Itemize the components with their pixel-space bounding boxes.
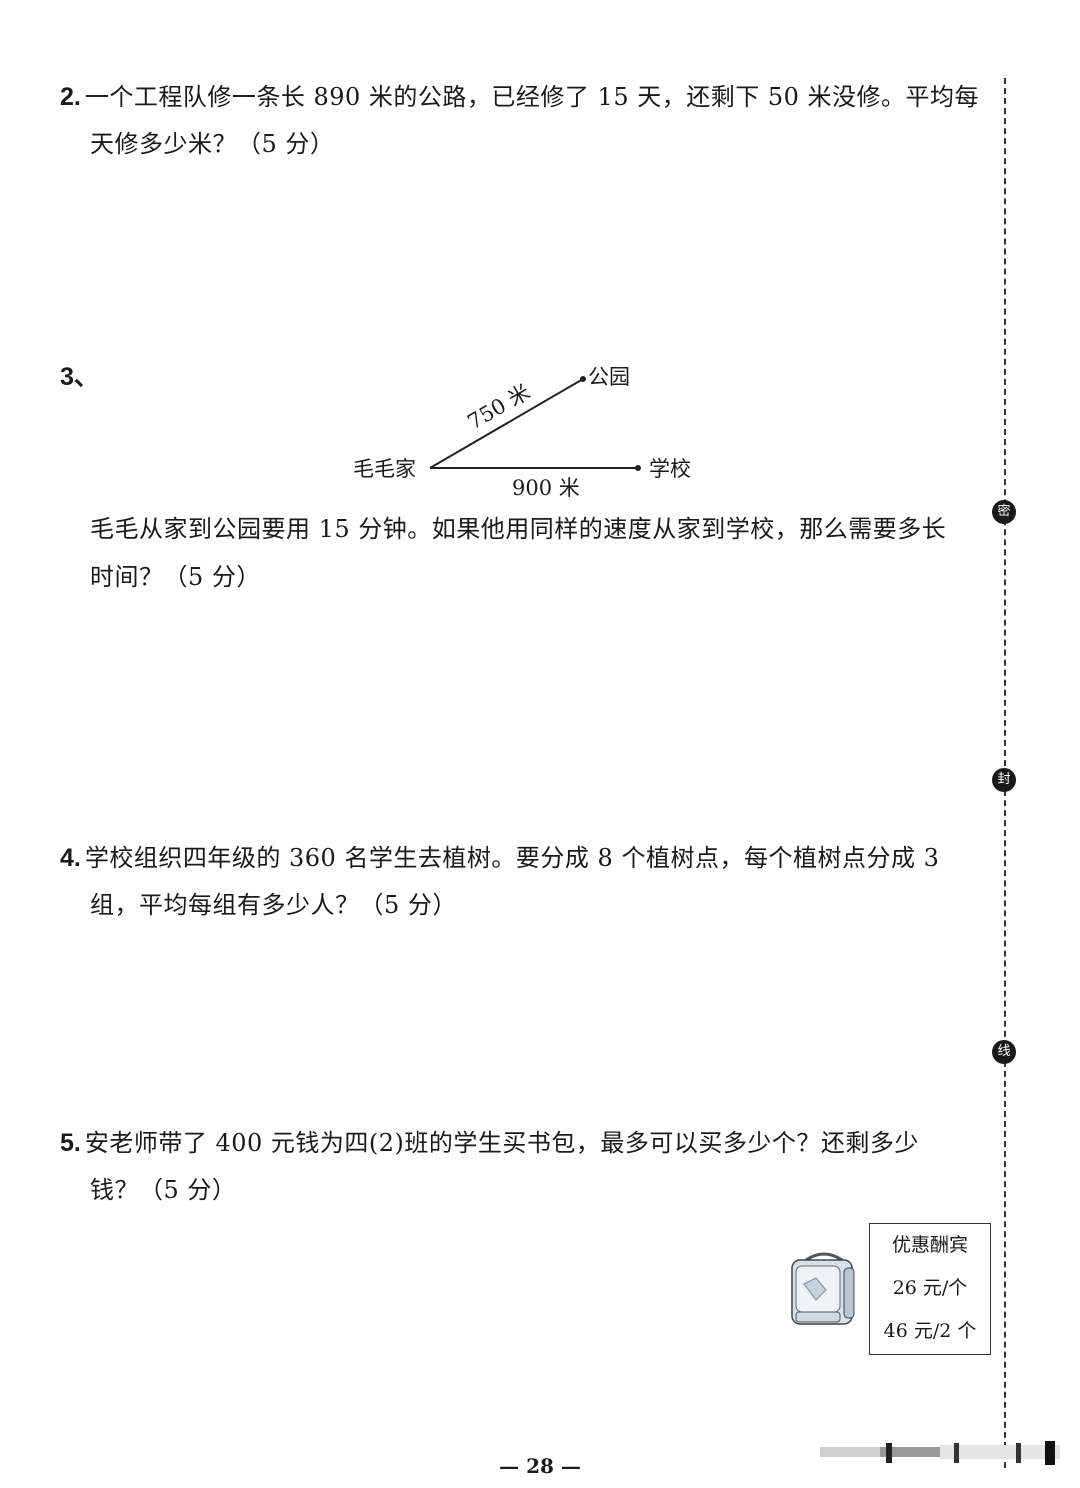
question-text-line2: 时间？（5 分） — [90, 563, 261, 591]
binding-mark-seal: 密 — [992, 500, 1016, 524]
question-text-line1: 安老师带了 400 元钱为四(2)班的学生买书包，最多可以买多少个？还剩多少 — [84, 1129, 919, 1157]
question-text-line2: 天修多少米？（5 分） — [90, 130, 335, 158]
question-text-line1: 学校组织四年级的 360 名学生去植树。要分成 8 个植树点，每个植树点分成 3 — [84, 844, 940, 872]
binding-mark-seal: 封 — [992, 768, 1016, 792]
price-box: 优惠酬宾 26 元/个 46 元/2 个 — [869, 1223, 991, 1355]
backpack-illustration — [791, 1252, 855, 1325]
question-text-line1: 一个工程队修一条长 890 米的公路，已经修了 15 天，还剩下 50 米没修。… — [84, 83, 980, 111]
question-number: 4. — [60, 844, 81, 872]
question-5: 5.安老师带了 400 元钱为四(2)班的学生买书包，最多可以买多少个？还剩多少… — [60, 1120, 995, 1214]
park-point — [580, 376, 586, 382]
question-number: 3、 — [60, 363, 99, 391]
price-single: 26 元/个 — [892, 1277, 968, 1299]
question-number: 5. — [60, 1129, 81, 1157]
distance-school-label: 900 米 — [512, 476, 580, 500]
question-text-line2: 组，平均每组有多少人？（5 分） — [90, 891, 457, 919]
page-number: — 28 — — [499, 1454, 581, 1478]
route-diagram: 毛毛家 公园 学校 750 米 900 米 — [353, 365, 691, 500]
question-number: 2. — [60, 83, 81, 111]
question-3: 3、 — [60, 354, 995, 401]
school-point — [635, 465, 641, 471]
question-2: 2.一个工程队修一条长 890 米的公路，已经修了 15 天，还剩下 50 米没… — [60, 74, 995, 168]
scan-artifact-bar — [820, 1441, 1060, 1465]
question-3-text: 毛毛从家到公园要用 15 分钟。如果他用同样的速度从家到学校，那么需要多长 时间… — [90, 505, 995, 601]
price-box-title: 优惠酬宾 — [891, 1234, 968, 1256]
price-pair: 46 元/2 个 — [883, 1320, 977, 1342]
question-text-line2: 钱？（5 分） — [90, 1176, 237, 1204]
park-label: 公园 — [588, 365, 630, 389]
distance-park-label: 750 米 — [464, 380, 535, 435]
question-text-line1: 毛毛从家到公园要用 15 分钟。如果他用同样的速度从家到学校，那么需要多长 — [90, 515, 947, 543]
home-label: 毛毛家 — [353, 457, 416, 481]
question-4: 4.学校组织四年级的 360 名学生去植树。要分成 8 个植树点，每个植树点分成… — [60, 835, 995, 929]
school-label: 学校 — [649, 457, 691, 481]
binding-mark-seal: 线 — [992, 1040, 1016, 1064]
route-line-park — [429, 378, 584, 469]
